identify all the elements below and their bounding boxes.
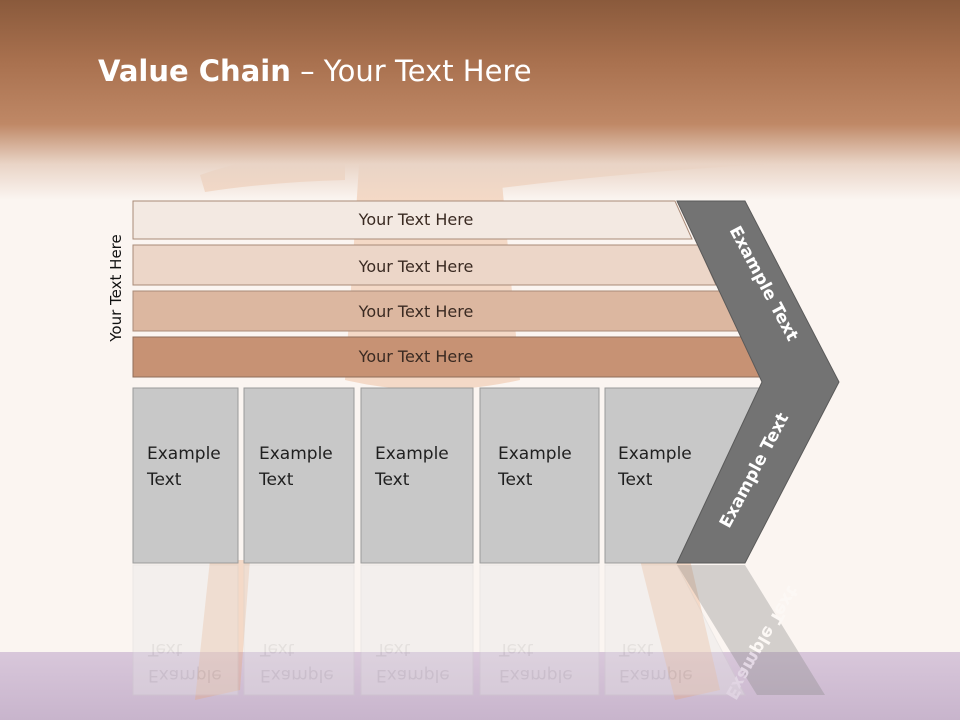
header-band [0, 0, 960, 200]
leg-left [195, 560, 250, 700]
reflection-text: Text [375, 639, 411, 659]
box-reflection [132, 564, 239, 696]
box-reflection [604, 564, 746, 696]
reflection-text: Example [148, 665, 222, 685]
box-1-line2: Text [146, 470, 182, 490]
box-4-line1: Example [498, 444, 572, 464]
box-reflection [360, 564, 474, 696]
bar-1-label: Your Text Here [358, 210, 474, 229]
title-rest: – Your Text Here [290, 54, 532, 88]
box-reflection [243, 564, 355, 696]
box-2-line2: Text [258, 470, 294, 490]
reflection-text: Example [619, 665, 693, 685]
box-4-line2: Text [497, 470, 533, 490]
bar-4-label: Your Text Here [358, 347, 474, 366]
reflection-text: Text [498, 639, 534, 659]
activity-box-3 [360, 387, 474, 564]
reflection-text: Text [618, 639, 654, 659]
box-3-line1: Example [375, 444, 449, 464]
leg-right [640, 560, 720, 700]
box-1-line1: Example [147, 444, 221, 464]
yoga-mat [0, 652, 960, 720]
reflection-text: Example [499, 665, 573, 685]
chevron-margin [676, 200, 840, 564]
reflection-text: Example [376, 665, 450, 685]
reflection: Example Text Example Text Example Text E… [132, 564, 825, 703]
bar-1 [132, 200, 693, 240]
box-5-line1: Example [618, 444, 692, 464]
bar-2-label: Your Text Here [358, 257, 474, 276]
reflection-text: Text [259, 639, 295, 659]
activity-box-1 [132, 387, 239, 564]
activity-box-2 [243, 387, 355, 564]
title-bold: Value Chain [98, 54, 291, 88]
box-3-line2: Text [374, 470, 410, 490]
reflection-text: Text [147, 639, 183, 659]
box-5-line2: Text [617, 470, 653, 490]
slide-title: Value Chain – Your Text Here [98, 54, 532, 88]
chevron-reflection [677, 565, 825, 695]
reflection-text: Example [260, 665, 334, 685]
box-reflection [479, 564, 600, 696]
box-2-line1: Example [259, 444, 333, 464]
bar-3-label: Your Text Here [358, 302, 474, 321]
activity-box-4 [479, 387, 600, 564]
